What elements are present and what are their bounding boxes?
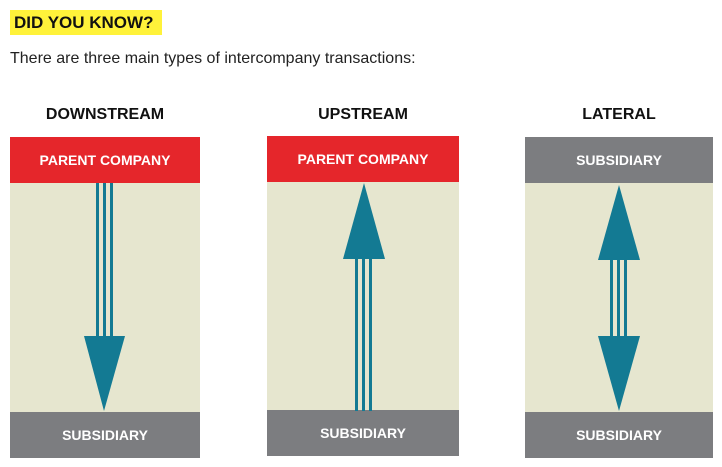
upstream-subsidiary-box: SUBSIDIARY: [267, 410, 459, 456]
upstream-arrow-icon: [343, 183, 385, 411]
upstream-parent-box: PARENT COMPANY: [267, 136, 459, 182]
upstream-title: UPSTREAM: [318, 106, 408, 123]
upstream-column: UPSTREAM PARENT COMPANY SUBSIDIARY: [267, 103, 459, 460]
lateral-title: LATERAL: [582, 106, 656, 123]
lateral-bottom-subsidiary-box: SUBSIDIARY: [525, 412, 713, 458]
lateral-column: LATERAL SUBSIDIARY SUBSIDIARY: [525, 103, 713, 460]
did-you-know-badge: DID YOU KNOW?: [10, 10, 162, 35]
lateral-double-arrow-icon: [598, 185, 640, 411]
lateral-top-subsidiary-box: SUBSIDIARY: [525, 137, 713, 183]
downstream-title: DOWNSTREAM: [45, 106, 165, 123]
downstream-column: DOWNSTREAM PARENT COMPANY SUBSIDIARY: [10, 103, 200, 460]
downstream-arrow-icon: [84, 183, 125, 411]
intro-text: There are three main types of intercompa…: [10, 50, 416, 67]
downstream-subsidiary-box: SUBSIDIARY: [10, 412, 200, 458]
downstream-parent-box: PARENT COMPANY: [10, 137, 200, 183]
